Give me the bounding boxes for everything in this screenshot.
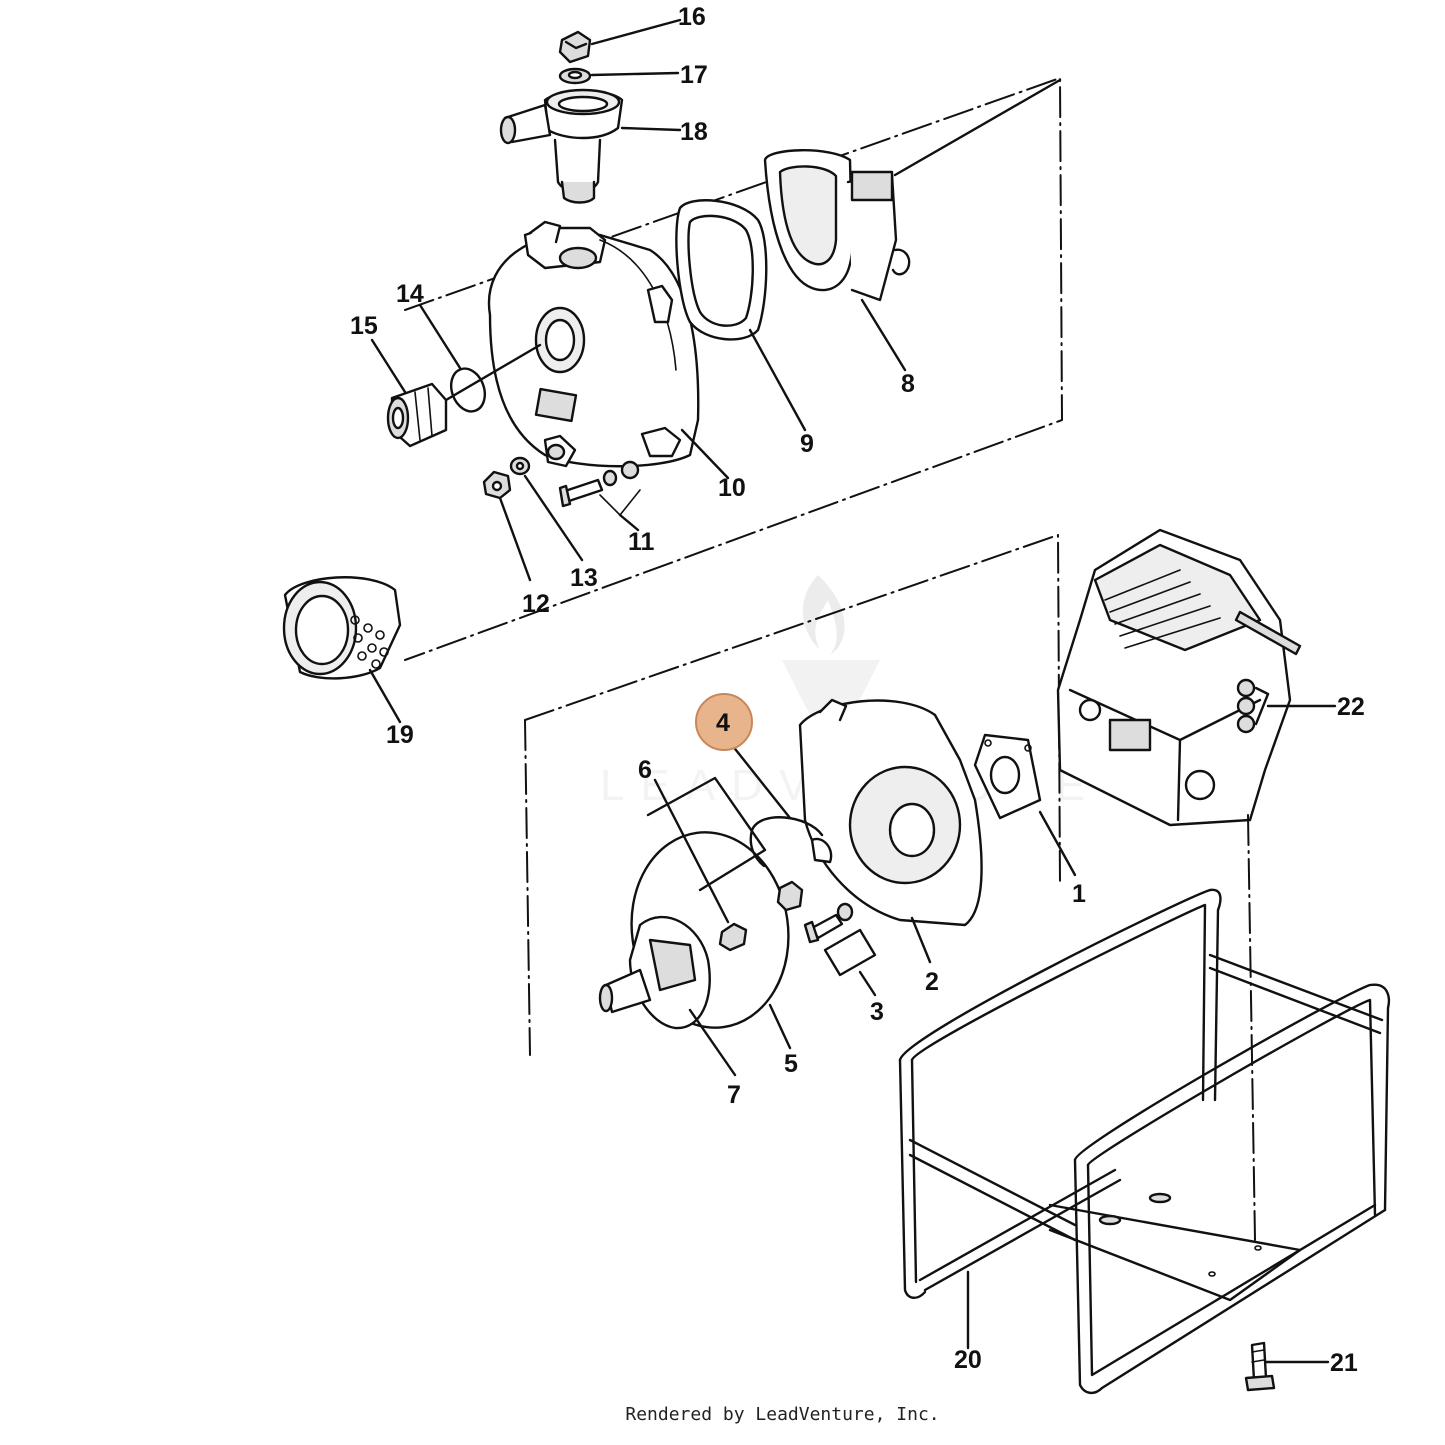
callout-6[interactable]: 6 bbox=[638, 756, 652, 784]
part-16-plug bbox=[558, 18, 682, 64]
callout-13[interactable]: 13 bbox=[570, 564, 598, 592]
part-9-gasket bbox=[675, 199, 807, 432]
part-13-washer bbox=[509, 443, 584, 562]
upper-assembly-panel bbox=[404, 77, 1063, 661]
callout-labels: 1 2 3 4 5 6 7 8 9 10 11 12 13 14 15 16 1… bbox=[350, 3, 1365, 1377]
callout-14[interactable]: 14 bbox=[396, 280, 424, 308]
callout-19[interactable]: 19 bbox=[386, 721, 414, 749]
part-11-bolt-set bbox=[558, 460, 641, 532]
callout-5[interactable]: 5 bbox=[784, 1050, 798, 1078]
callout-15[interactable]: 15 bbox=[350, 312, 378, 340]
part-8-cover bbox=[763, 78, 1062, 372]
part-3-bolt-set bbox=[803, 902, 877, 997]
part-17-washer bbox=[558, 67, 680, 85]
part-21-bolt bbox=[1244, 814, 1330, 1392]
part-22-engine bbox=[1056, 528, 1337, 827]
part-5-ring bbox=[630, 831, 792, 1050]
part-20-frame bbox=[898, 888, 1391, 1395]
callout-11[interactable]: 11 bbox=[628, 528, 655, 556]
callout-12[interactable]: 12 bbox=[522, 590, 550, 618]
callout-10[interactable]: 10 bbox=[718, 474, 746, 502]
callout-4[interactable]: 4 bbox=[716, 709, 730, 737]
part-12-nut bbox=[482, 470, 532, 582]
callout-20[interactable]: 20 bbox=[954, 1346, 982, 1374]
part-15-fitting bbox=[370, 338, 542, 448]
callout-2[interactable]: 2 bbox=[925, 968, 939, 996]
callout-9[interactable]: 9 bbox=[800, 430, 814, 458]
callout-8[interactable]: 8 bbox=[901, 370, 915, 398]
callout-7[interactable]: 7 bbox=[727, 1081, 741, 1109]
callout-1[interactable]: 1 bbox=[1072, 880, 1086, 908]
callout-17[interactable]: 17 bbox=[680, 61, 708, 89]
part-7-impeller bbox=[598, 915, 737, 1077]
callout-3[interactable]: 3 bbox=[870, 998, 884, 1026]
footer-credit: Rendered by LeadVenture, Inc. bbox=[625, 1404, 940, 1425]
part-6-nut bbox=[646, 776, 804, 952]
part-18-elbow-fitting bbox=[499, 88, 682, 204]
part-1-gasket bbox=[973, 733, 1077, 877]
callout-22[interactable]: 22 bbox=[1337, 693, 1365, 721]
callout-4-highlight[interactable] bbox=[695, 693, 753, 751]
callout-18[interactable]: 18 bbox=[680, 118, 708, 146]
callout-16[interactable]: 16 bbox=[678, 3, 706, 31]
part-2-mounting-plate bbox=[798, 698, 983, 964]
callout-21[interactable]: 21 bbox=[1330, 1349, 1358, 1377]
part-19-strainer bbox=[282, 576, 402, 724]
